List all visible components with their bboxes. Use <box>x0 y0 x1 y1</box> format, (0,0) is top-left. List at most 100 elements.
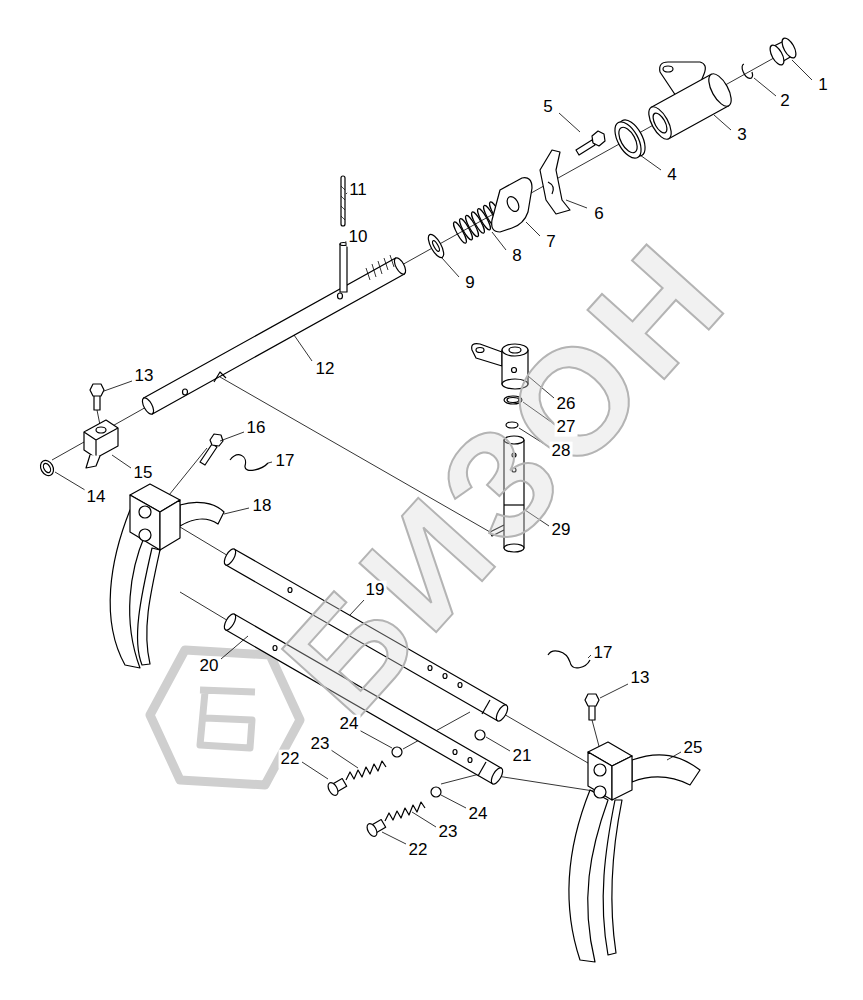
leader-line <box>526 222 540 236</box>
callout-number: 4 <box>665 166 678 185</box>
shift-rod <box>273 646 277 651</box>
o-ring <box>506 422 518 428</box>
shift-fork <box>569 742 700 962</box>
assembly-line <box>220 377 490 532</box>
clamp <box>86 455 100 468</box>
assembly-line <box>592 720 600 750</box>
callout-number: 9 <box>463 274 476 293</box>
selector-shaft <box>512 453 516 457</box>
spring <box>385 802 425 821</box>
callout-number: 19 <box>364 581 387 600</box>
selector-shaft <box>512 468 516 472</box>
bolt <box>576 131 605 155</box>
plate <box>492 178 532 232</box>
leader-line <box>442 258 459 277</box>
callout-number: 8 <box>510 247 523 266</box>
ball <box>392 747 402 757</box>
callout-number: 17 <box>274 452 297 471</box>
leader-line <box>55 60 812 844</box>
leader-line <box>294 335 312 361</box>
washer <box>431 240 440 252</box>
pin <box>341 176 345 226</box>
leader-line <box>302 762 328 779</box>
leader-line <box>640 155 661 170</box>
callout-number: 2 <box>778 92 791 111</box>
shift-fork <box>180 502 224 526</box>
leader-line <box>104 381 132 391</box>
shift-shaft <box>338 293 343 299</box>
plug <box>365 822 379 838</box>
callout-number: 3 <box>735 126 748 145</box>
ball <box>475 730 485 740</box>
ring <box>38 458 56 478</box>
shift-rod <box>494 703 510 723</box>
shift-rod <box>222 547 510 723</box>
pin <box>341 186 345 220</box>
bracket <box>540 150 570 214</box>
washer <box>425 232 446 260</box>
leader-line <box>559 113 580 132</box>
leader-line <box>224 508 249 514</box>
shift-rod <box>468 758 472 763</box>
shift-rod <box>226 549 507 721</box>
bracket <box>548 182 553 194</box>
ball <box>431 787 441 797</box>
leader-line <box>382 832 406 844</box>
bolt <box>210 434 223 446</box>
callout-number: 23 <box>309 735 332 754</box>
assembly-line <box>180 527 230 557</box>
watermark: БИЗОН <box>258 215 753 741</box>
assembly-line <box>497 776 600 792</box>
leader-line <box>55 472 85 490</box>
shift-rod <box>428 666 432 671</box>
housing <box>663 66 673 72</box>
o-ring <box>504 396 522 428</box>
lever <box>472 344 528 389</box>
clamp <box>96 427 106 433</box>
leader-line <box>412 812 436 827</box>
plate <box>505 195 522 214</box>
parts-illustration <box>38 36 812 962</box>
callout-number: 15 <box>132 464 155 483</box>
leader-line <box>486 737 510 751</box>
logo-watermark <box>150 650 300 785</box>
leader-line <box>519 428 549 447</box>
leader-line <box>346 241 347 246</box>
leader-line <box>112 455 131 468</box>
leader-line <box>268 462 272 463</box>
seal <box>610 116 651 163</box>
bolt <box>592 131 605 146</box>
shift-shaft <box>214 372 226 382</box>
lever <box>502 344 528 356</box>
washer <box>425 232 446 260</box>
spring <box>385 802 425 821</box>
pin <box>340 176 347 292</box>
selector-shaft <box>490 525 504 536</box>
lock-wire <box>548 651 590 668</box>
ball <box>392 747 402 757</box>
selector-shaft <box>504 436 524 444</box>
shift-rod <box>443 674 447 679</box>
callout-number: 22 <box>407 841 430 860</box>
shift-rod <box>222 612 238 632</box>
shift-shaft <box>140 255 408 416</box>
shift-fork <box>603 800 622 955</box>
callout-number: 24 <box>338 715 361 734</box>
plug <box>326 781 340 797</box>
plug <box>326 779 347 798</box>
lock-wire <box>230 455 268 471</box>
bolt <box>90 384 104 396</box>
lock-wire <box>230 455 590 668</box>
callout-number: 17 <box>592 644 615 663</box>
leader-line <box>714 115 731 130</box>
circlip <box>742 64 752 78</box>
assembly-line <box>180 592 230 622</box>
shift-rod <box>489 766 505 786</box>
shift-fork <box>110 484 224 668</box>
shift-fork <box>139 529 151 541</box>
assembly-line <box>52 49 790 792</box>
shift-fork <box>139 506 151 518</box>
housing <box>650 111 669 135</box>
callout-number: 10 <box>347 228 370 247</box>
plug <box>365 820 386 839</box>
